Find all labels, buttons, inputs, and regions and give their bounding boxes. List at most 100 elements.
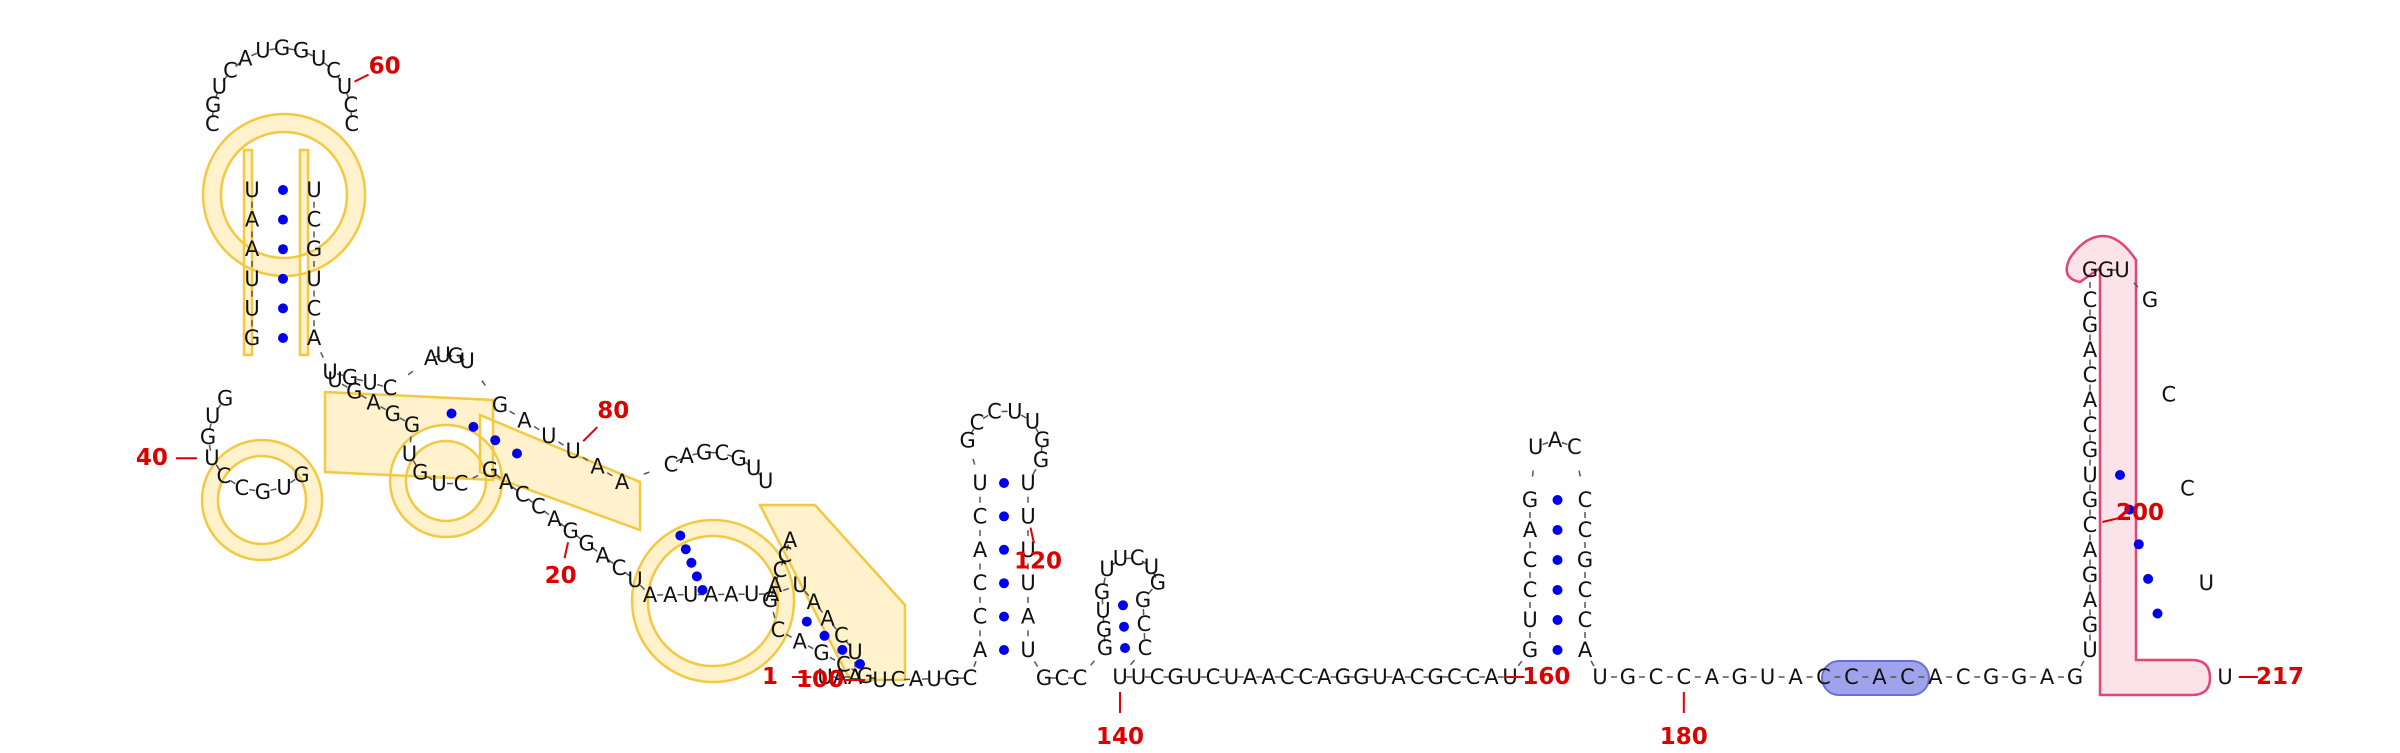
nucleotide: U	[541, 424, 556, 448]
backbone-tick	[743, 460, 750, 466]
base-pair-dot	[675, 530, 686, 541]
backbone-tick	[1590, 660, 1595, 667]
label-tick	[563, 542, 570, 559]
nucleotide: U	[792, 573, 807, 597]
nucleotide: G	[205, 93, 221, 117]
nucleotide: G	[2082, 488, 2098, 512]
backbone-tick	[624, 571, 630, 577]
nucleotide: U	[1144, 555, 1159, 579]
base-pair-dot	[278, 185, 288, 195]
nucleotide: C	[307, 208, 322, 232]
nucleotide: G	[1034, 428, 1050, 452]
base-pair-dot	[278, 214, 288, 225]
nucleotide: C	[1410, 665, 1425, 689]
nucleotide: G	[2082, 258, 2098, 282]
base-pair-dot	[1552, 585, 1563, 595]
backbone-tick	[434, 355, 441, 358]
nucleotide: C	[1649, 665, 1664, 689]
nucleotide: U	[1131, 665, 1146, 689]
nucleotide: A	[2083, 338, 2098, 362]
nucleotide: C	[326, 59, 341, 83]
backbone-tick	[360, 394, 367, 400]
nucleotide: G	[293, 463, 309, 487]
backbone-tick	[1561, 441, 1568, 446]
nucleotide: A	[1391, 665, 1406, 689]
nucleotide: G	[2142, 288, 2158, 312]
nucleotide: G	[1428, 665, 1444, 689]
base-pair-dot	[837, 644, 848, 655]
nucleotide: C	[1816, 665, 1831, 689]
nucleotide: G	[244, 326, 260, 350]
nucleotide: C	[343, 93, 358, 117]
backbone-tick	[804, 590, 810, 597]
backbone-tick	[323, 62, 329, 68]
base-pair-dot	[999, 645, 1009, 655]
base-pair-dot	[446, 408, 457, 419]
nucleotide: C	[1466, 665, 1481, 689]
backbone-tick	[216, 404, 222, 411]
nucleotide: A	[1261, 665, 1276, 689]
nucleotide: C	[2161, 382, 2176, 406]
base-pair-dot	[697, 585, 708, 595]
nucleotide: U	[758, 469, 773, 493]
nucleotide: U	[746, 456, 761, 480]
nucleotide: C	[836, 653, 851, 677]
nucleotide: C	[1523, 548, 1538, 572]
backbone-tick	[591, 547, 598, 552]
backbone-tick	[575, 534, 582, 540]
nucleotide: U	[276, 475, 291, 499]
nucleotide: A	[2083, 538, 2098, 562]
base-pair-dot	[691, 571, 702, 582]
nucleotide: U	[244, 178, 259, 202]
backbone-tick	[380, 405, 387, 411]
nucleotide: A	[793, 630, 808, 654]
nucleotide: G	[1033, 448, 1049, 472]
base-pair-dot	[278, 244, 288, 255]
nucleotide: A	[1548, 428, 1563, 452]
nucleotide: G	[2067, 665, 2083, 689]
backbone-tick	[511, 485, 518, 491]
nucleotide: A	[596, 544, 611, 568]
nucleotide: G	[762, 588, 778, 612]
backbone-tick	[1542, 441, 1549, 446]
base-pair-dot	[686, 557, 697, 568]
backbone-tick	[1103, 577, 1106, 584]
backbone-tick	[972, 458, 976, 465]
nucleotide: G	[960, 429, 976, 453]
base-pair-dot	[2143, 573, 2154, 584]
backbone-tick	[345, 92, 350, 99]
backbone-tick	[1035, 427, 1040, 434]
nucleotide: U	[972, 471, 987, 495]
nucleotide: C	[973, 571, 988, 595]
nucleotide: A	[615, 470, 630, 494]
position-label: 20	[545, 563, 577, 589]
nucleotide: C	[714, 441, 729, 465]
backbone-tick	[1152, 571, 1157, 578]
backbone-tick	[643, 471, 650, 475]
nucleotide: U	[402, 442, 417, 466]
nucleotide: G	[944, 666, 960, 690]
backbone-tick	[306, 52, 313, 57]
position-label: 160	[1522, 664, 1570, 690]
nucleotide: C	[963, 666, 978, 690]
nucleotide: U	[2217, 665, 2232, 689]
nucleotide: U	[1760, 665, 1775, 689]
nucleotide: U	[327, 368, 342, 392]
position-label: 1	[762, 664, 778, 690]
nucleotide: C	[1073, 666, 1088, 690]
backbone-tick	[1090, 660, 1095, 666]
nucleotide: U	[817, 665, 832, 689]
nucleotide: U	[306, 267, 321, 291]
highlight-region-pink	[2065, 234, 2212, 697]
backbone-tick	[320, 351, 324, 359]
nucleotide: A	[1872, 665, 1887, 689]
base-pair-dot	[1119, 621, 1129, 632]
nucleotide: A	[424, 346, 439, 370]
base-pair-dot	[999, 544, 1009, 555]
nucleotide: A	[2083, 588, 2098, 612]
backbone-tick	[1032, 468, 1037, 475]
base-pair-dot	[278, 333, 288, 343]
nucleotide: A	[1243, 665, 1258, 689]
backbone-tick	[757, 471, 763, 478]
nucleotide: A	[768, 573, 783, 597]
